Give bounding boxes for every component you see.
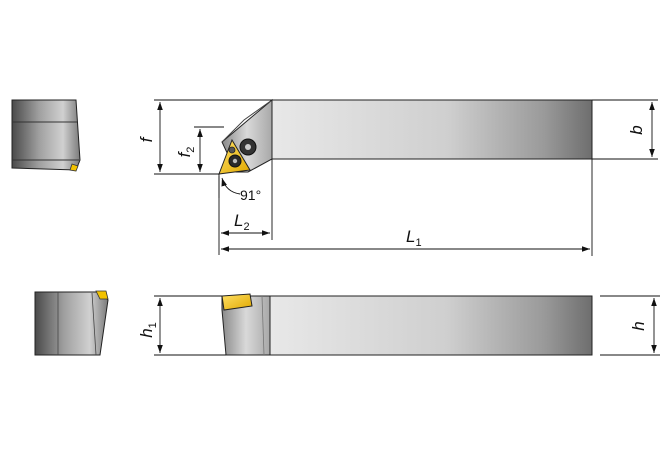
shank-top-view: [271, 99, 593, 160]
insert-triangle: [218, 138, 251, 175]
dimension-f: [154, 99, 272, 175]
label-f: f: [137, 135, 156, 142]
label-h: h: [629, 321, 648, 330]
label-b: b: [627, 125, 646, 134]
label-angle: 91°: [240, 187, 261, 203]
end-view-side: [34, 290, 109, 356]
dimension-l1: [221, 159, 593, 256]
clamp-screw-icon: [239, 138, 257, 156]
shank-side-view: [269, 295, 593, 356]
dimension-b: [592, 99, 658, 160]
end-view-top: [11, 99, 81, 172]
dimension-l2: [218, 159, 273, 255]
insert-side: [221, 293, 253, 311]
label-f2: f2: [175, 147, 197, 158]
dimension-f2: [194, 126, 224, 172]
label-l1: L1: [406, 227, 422, 249]
dimension-h: [600, 295, 660, 356]
angle-indicator: [218, 174, 241, 198]
label-h1: h1: [137, 322, 159, 338]
label-l2: L2: [234, 211, 250, 233]
dimension-h1: [154, 295, 226, 356]
